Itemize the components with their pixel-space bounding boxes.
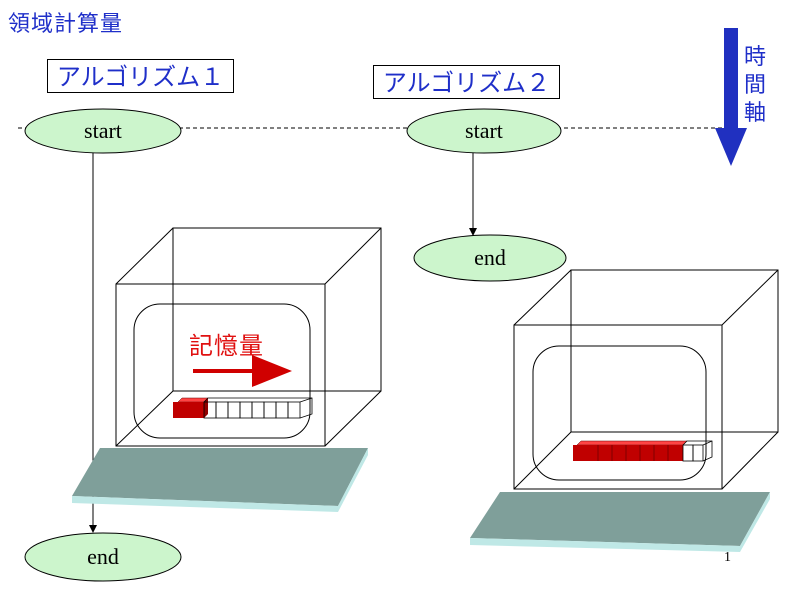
computer-2-screen bbox=[532, 345, 707, 481]
memory-cells-2 bbox=[573, 440, 713, 462]
algorithm-1-label: アルゴリズム１ bbox=[47, 59, 234, 93]
algo1-start-node bbox=[24, 108, 182, 154]
memory-cells-1 bbox=[173, 397, 313, 419]
time-axis-char: 間 bbox=[743, 73, 766, 98]
time-axis-char: 時 bbox=[743, 45, 766, 70]
computer-1-screen bbox=[133, 303, 311, 439]
computer-1-base bbox=[72, 448, 368, 506]
algo2-end-label: end bbox=[474, 245, 506, 270]
algo1-end-node bbox=[24, 532, 182, 582]
memory-label: 記憶量 bbox=[189, 332, 264, 360]
algo2-start-node bbox=[406, 108, 562, 154]
page-number: 1 bbox=[724, 550, 731, 565]
algo1-end-label: end bbox=[87, 544, 119, 569]
time-axis-char: 軸 bbox=[743, 101, 766, 126]
time-axis-label: 時 間 軸 bbox=[740, 44, 770, 128]
algo2-start-label: start bbox=[465, 118, 503, 143]
computer-2-base bbox=[470, 492, 770, 546]
algorithm-2-label: アルゴリズム２ bbox=[373, 65, 560, 99]
time-axis-arrow bbox=[715, 28, 747, 166]
page-title: 領域計算量 bbox=[8, 12, 124, 37]
computer-1-icon bbox=[72, 227, 382, 512]
algo1-start-label: start bbox=[84, 118, 122, 143]
algo2-end-node bbox=[413, 234, 567, 282]
computer-2-icon bbox=[470, 269, 779, 552]
